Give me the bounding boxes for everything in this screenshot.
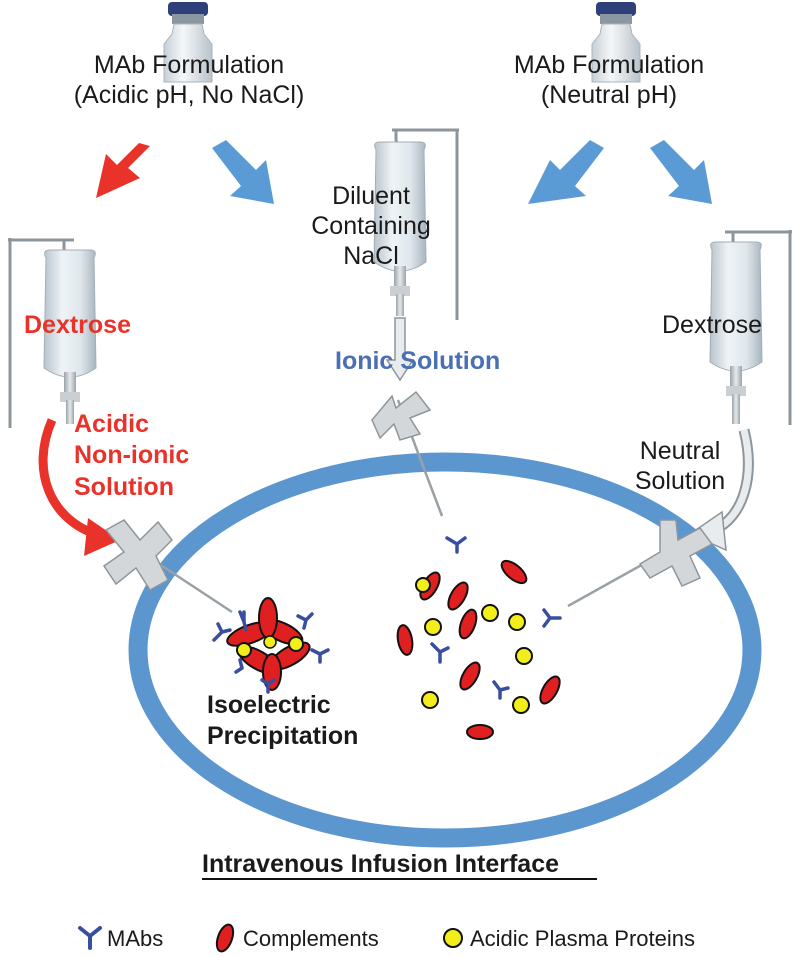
iv-bag-center xyxy=(373,141,427,316)
formulation-right-label: MAb Formulation (Neutral pH) xyxy=(498,50,720,110)
formulation-left-label: MAb Formulation (Acidic pH, No NaCl) xyxy=(62,50,316,110)
acidic-line2: Non-ionic xyxy=(74,441,190,470)
acidic-line1: Acidic xyxy=(74,410,150,438)
legend-complement-icon xyxy=(215,923,235,953)
legend-proteins-label: Acidic Plasma Proteins xyxy=(470,926,695,951)
precip-line1: Isoelectric xyxy=(207,691,331,719)
arrow-blue-right-to-diluent xyxy=(528,140,604,204)
arrow-ionic-solution xyxy=(385,317,415,382)
iv-bag-left xyxy=(43,249,97,424)
legend-complements-label: Complements xyxy=(243,926,379,951)
dextrose-left-label: Dextrose xyxy=(24,311,131,339)
catheter-center xyxy=(371,390,444,517)
vial-right xyxy=(591,2,641,83)
formulation-left-line2: (Acidic pH, No NaCl) xyxy=(73,81,305,109)
precipitate-mabs xyxy=(212,610,330,694)
legend-mabs-label: MAbs xyxy=(107,926,164,951)
catheter-right xyxy=(567,519,714,608)
precipitate-cluster xyxy=(226,597,311,691)
diluent-line1: Diluent xyxy=(332,182,410,210)
diluent-line3: NaCl xyxy=(343,242,399,270)
caption: Intravenous Infusion Interface xyxy=(202,850,560,878)
dextrose-right-label: Dextrose xyxy=(662,311,763,339)
formulation-right-line1: MAb Formulation xyxy=(513,51,705,79)
legend-mab-icon xyxy=(78,926,102,950)
arrow-acidic-solution xyxy=(38,418,120,556)
arrow-red-to-dextrose xyxy=(96,143,150,198)
ionic-solution-label: Ionic Solution xyxy=(335,347,501,375)
diluent-label: Diluent Containing NaCl xyxy=(296,181,446,271)
complements xyxy=(396,559,561,740)
formulation-right-line2: (Neutral pH) xyxy=(540,81,678,109)
vial-left xyxy=(163,2,213,83)
catheter-left xyxy=(102,519,233,614)
arrow-blue-right-to-dextrose xyxy=(650,140,712,204)
diluent-line2: Containing xyxy=(311,212,431,240)
formulation-left-line1: MAb Formulation xyxy=(93,51,285,79)
vessel-ring xyxy=(128,452,762,848)
neutral-solution-label: Neutral Solution xyxy=(624,436,736,496)
neutral-line2: Solution xyxy=(634,467,726,495)
acidic-line3: Solution xyxy=(74,472,174,501)
acidic-plasma-proteins xyxy=(415,577,533,714)
legend-protein-icon xyxy=(443,928,463,948)
precip-line2: Precipitation xyxy=(207,722,359,751)
precipitation-label: Isoelectric Precipitation xyxy=(207,690,358,753)
mabs xyxy=(430,536,562,700)
acidic-solution-label: Acidic Non-ionic Solution xyxy=(74,409,189,503)
arrow-blue-left-to-diluent xyxy=(212,140,274,204)
iv-bag-right xyxy=(709,241,763,424)
neutral-line1: Neutral xyxy=(639,437,721,465)
